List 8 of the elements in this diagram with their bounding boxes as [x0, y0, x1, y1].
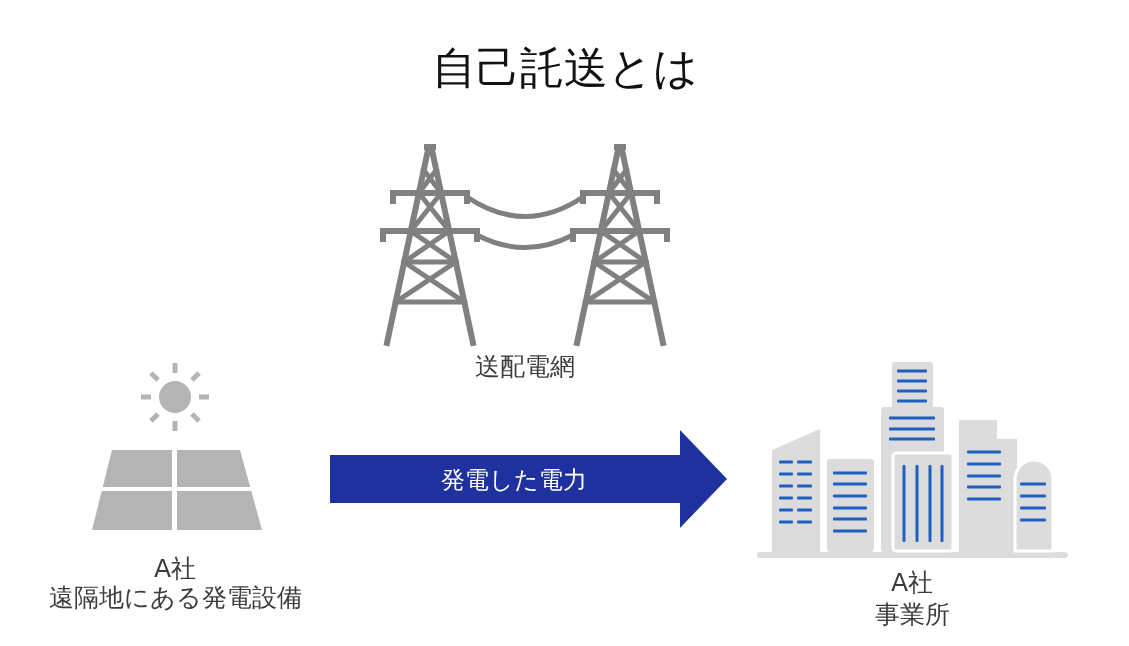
node-label: 遠隔地にある発電設備: [48, 583, 302, 613]
title: 自己託送とは: [431, 44, 698, 92]
node-label: A社: [890, 568, 934, 598]
node-label: A社: [153, 554, 197, 584]
block-arrow: [330, 430, 727, 528]
edge-label: 発電した電力: [441, 466, 587, 494]
node-label: 事業所: [874, 600, 950, 630]
node-label: 送配電網: [475, 352, 575, 382]
